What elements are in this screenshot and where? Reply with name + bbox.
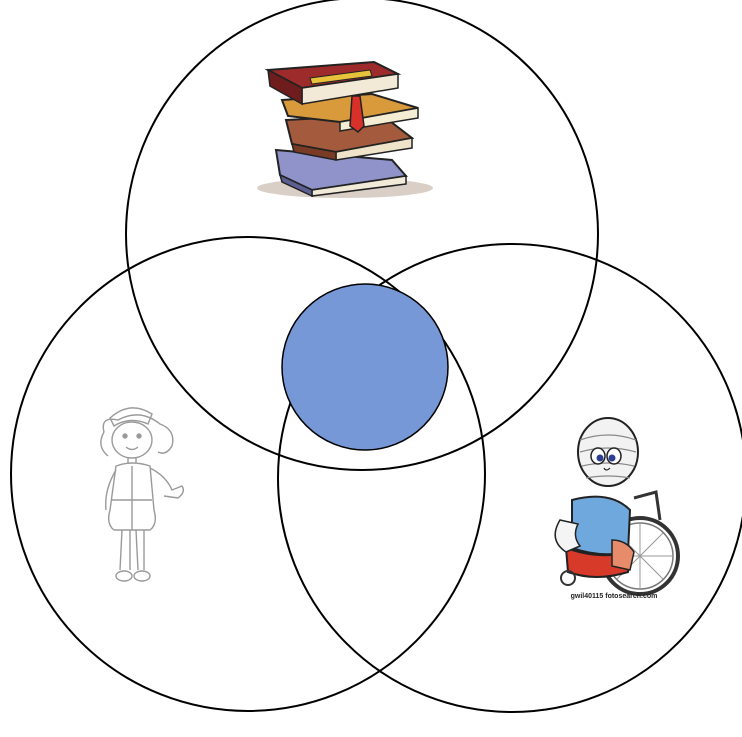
center-circle (282, 284, 448, 450)
wheelchair-patient-icon: gwil40115 fotosearch.com (522, 413, 704, 600)
nurse-icon (101, 408, 184, 581)
books-icon (257, 62, 433, 198)
image-caption: gwil40115 fotosearch.com (571, 593, 658, 600)
